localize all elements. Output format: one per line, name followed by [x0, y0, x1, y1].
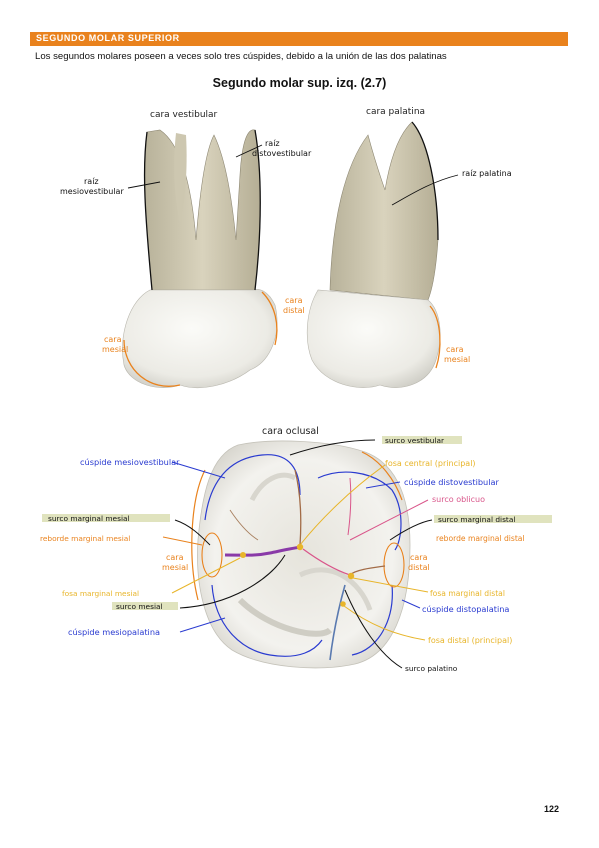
- label-cara-distal-2: distal: [283, 306, 305, 315]
- header-bar: SEGUNDO MOLAR SUPERIOR: [30, 32, 568, 46]
- label-oclusal-cara-mesial-1: cara: [166, 553, 184, 562]
- highlight-surco-marginal-distal: [434, 515, 552, 523]
- label-cuspide-distovestibular: cúspide distovestibular: [404, 477, 500, 487]
- label-surco-oblicuo: surco oblicuo: [432, 495, 485, 504]
- surco-oblicuo-groove: [302, 548, 351, 576]
- label-palatina-cara-mesial-1: cara: [446, 345, 464, 354]
- palatina-root: [329, 121, 439, 301]
- label-oclusal-cara-distal-1: cara: [410, 553, 428, 562]
- leader-reborde-marginal-mesial: [162, 536, 203, 546]
- outline-cuspide-mesiovestibular: [204, 454, 301, 521]
- label-fosa-distal: fosa distal (principal): [428, 636, 512, 645]
- leader-surco-oblicuo: [349, 499, 429, 541]
- fosa-marginal-distal-dot: [347, 572, 355, 580]
- leader-surco-marginal-mesial: [174, 519, 211, 546]
- surco-palatino-groove: [329, 584, 346, 661]
- page-number: 122: [544, 804, 560, 814]
- label-cara-mesial-2: mesial: [102, 345, 128, 354]
- label-reborde-marginal-mesial: reborde marginal mesial: [40, 534, 130, 543]
- occlusal-ridge-3: [249, 472, 297, 502]
- label-cara-distal-1: cara: [285, 296, 303, 305]
- vestibular-crown: [122, 289, 278, 388]
- label-oclusal-cara-mesial-2: mesial: [162, 563, 188, 572]
- label-cara-mesial-1: cara: [104, 335, 122, 344]
- leader-surco-marginal-distal: [389, 519, 433, 541]
- label-reborde-marginal-distal: reborde marginal distal: [436, 534, 525, 543]
- outline-distal-top: [361, 451, 403, 501]
- label-oclusal-cara-distal-2: distal: [408, 563, 430, 572]
- label-cuspide-mesiopalatina: cúspide mesiopalatina: [68, 627, 160, 637]
- vestibular-view: cara vestibular raíz distovestibular raí…: [60, 110, 312, 388]
- outline-cuspide-distovestibular: [317, 471, 402, 551]
- groove-distovestibular: [347, 477, 352, 536]
- fosa-central-dot: [296, 543, 304, 551]
- leader-surco-palatino: [344, 589, 403, 669]
- label-raiz-distovestibular-1: raíz: [265, 139, 280, 148]
- label-cuspide-mesiovestibular: cúspide mesiovestibular: [80, 457, 180, 467]
- outline-cara-mesial: [191, 469, 206, 601]
- palatina-crown: [306, 289, 441, 388]
- outline-cuspide-distopalatina: [351, 584, 393, 656]
- palatal-root-behind: [174, 133, 187, 225]
- header-title: SEGUNDO MOLAR SUPERIOR: [36, 33, 180, 43]
- label-raiz-mesiovestibular-1: raíz: [84, 177, 99, 186]
- label-surco-marginal-mesial: surco marginal mesial: [48, 514, 130, 523]
- palatina-view: cara palatina raíz palatina cara mesial: [306, 107, 512, 388]
- figure-title: Segundo molar sup. izq. (2.7): [212, 76, 387, 90]
- label-surco-vestibular: surco vestibular: [385, 436, 445, 445]
- palatina-view-title: cara palatina: [366, 107, 425, 117]
- leader-cuspide-mesiovestibular: [171, 461, 226, 479]
- leader-fosa-central: [299, 464, 386, 546]
- palatal-root-outline: [411, 121, 439, 241]
- leader-surco-vestibular: [289, 439, 376, 456]
- leader-raiz-distovestibular: [235, 144, 263, 158]
- distal-face-outline: [261, 291, 278, 346]
- leader-fosa-marginal-mesial: [171, 557, 241, 594]
- label-raiz-mesiovestibular-2: mesiovestibular: [60, 187, 124, 196]
- label-surco-mesial: surco mesial: [116, 602, 163, 611]
- distovestibular-root-outline: [254, 129, 261, 291]
- label-palatina-cara-mesial-2: mesial: [444, 355, 470, 364]
- label-fosa-marginal-distal: fosa marginal distal: [430, 589, 505, 598]
- label-surco-marginal-distal: surco marginal distal: [438, 515, 515, 524]
- mesiovestibular-root-outline: [143, 131, 153, 291]
- highlight-surco-vestibular: [382, 436, 462, 444]
- oclusal-view-title: cara oclusal: [262, 426, 319, 437]
- reborde-marginal-mesial-ring: [201, 532, 223, 578]
- leader-surco-mesial: [179, 554, 286, 609]
- occlusal-ridge-2: [298, 567, 373, 611]
- fosa-distal-dot: [340, 601, 346, 607]
- mesial-face-outline: [123, 339, 181, 387]
- label-fosa-marginal-mesial: fosa marginal mesial: [62, 589, 139, 598]
- occlusal-ridge-1: [237, 597, 333, 637]
- leader-cuspide-distovestibular: [365, 481, 401, 489]
- label-cuspide-distopalatina: cúspide distopalatina: [422, 604, 509, 614]
- intro-text: Los segundos molares poseen a veces solo…: [35, 51, 447, 62]
- groove-mesial-branch: [229, 509, 259, 541]
- label-raiz-palatina: raíz palatina: [462, 169, 512, 178]
- label-fosa-central: fosa central (principal): [385, 459, 476, 468]
- fosa-marginal-mesial-dot: [240, 552, 246, 558]
- leader-raiz-palatina: [391, 174, 459, 206]
- highlight-surco-marginal-mesial: [42, 514, 170, 522]
- label-surco-palatino: surco palatino: [405, 664, 458, 673]
- vestibular-view-title: cara vestibular: [150, 110, 218, 120]
- palatina-mesial-outline: [429, 305, 441, 369]
- leader-cuspide-distopalatina: [401, 599, 421, 609]
- label-raiz-distovestibular-2: distovestibular: [252, 149, 312, 158]
- highlight-surco-mesial: [112, 602, 178, 610]
- outline-cuspide-mesiopalatina: [211, 584, 323, 657]
- reborde-marginal-distal-ring: [383, 542, 405, 588]
- leader-cuspide-mesiopalatina: [179, 617, 226, 633]
- surco-vestibular-groove: [294, 469, 302, 546]
- leader-fosa-marginal-distal: [352, 577, 429, 593]
- leader-raiz-mesiovestibular: [127, 181, 161, 189]
- leader-fosa-distal: [343, 605, 426, 641]
- oclusal-view: cara oclusal: [40, 426, 552, 673]
